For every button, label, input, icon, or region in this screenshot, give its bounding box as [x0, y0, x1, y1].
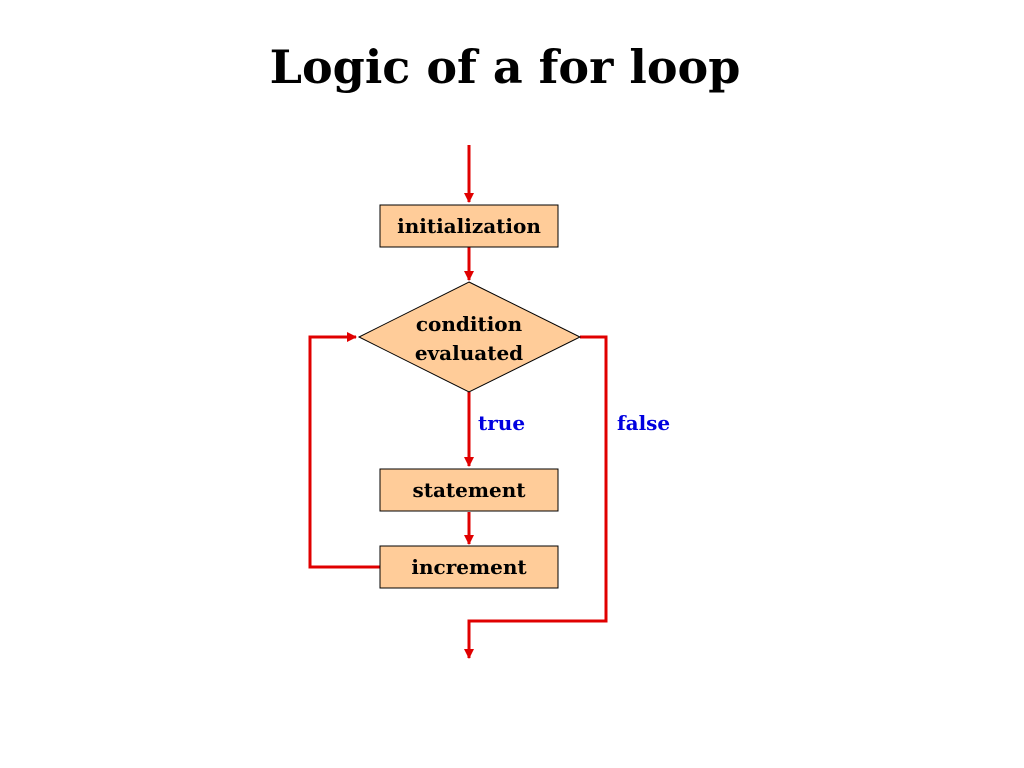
slide-title: Logic of a for loop: [269, 40, 741, 94]
increment-label: increment: [411, 555, 527, 579]
initialization-node: initialization: [379, 204, 559, 248]
loop-back-arrow: [308, 332, 380, 569]
statement-node: statement: [379, 468, 559, 512]
condition-label-line1: condition: [416, 312, 523, 336]
initialization-label: initialization: [397, 214, 541, 238]
increment-node: increment: [379, 545, 559, 589]
true-branch-label: true: [478, 411, 525, 435]
false-branch-label: false: [617, 411, 670, 435]
condition-node: condition evaluated: [357, 281, 582, 393]
false-branch-arrow: [464, 335, 608, 659]
statement-label: statement: [412, 478, 526, 502]
condition-label-line2: evaluated: [415, 341, 523, 365]
